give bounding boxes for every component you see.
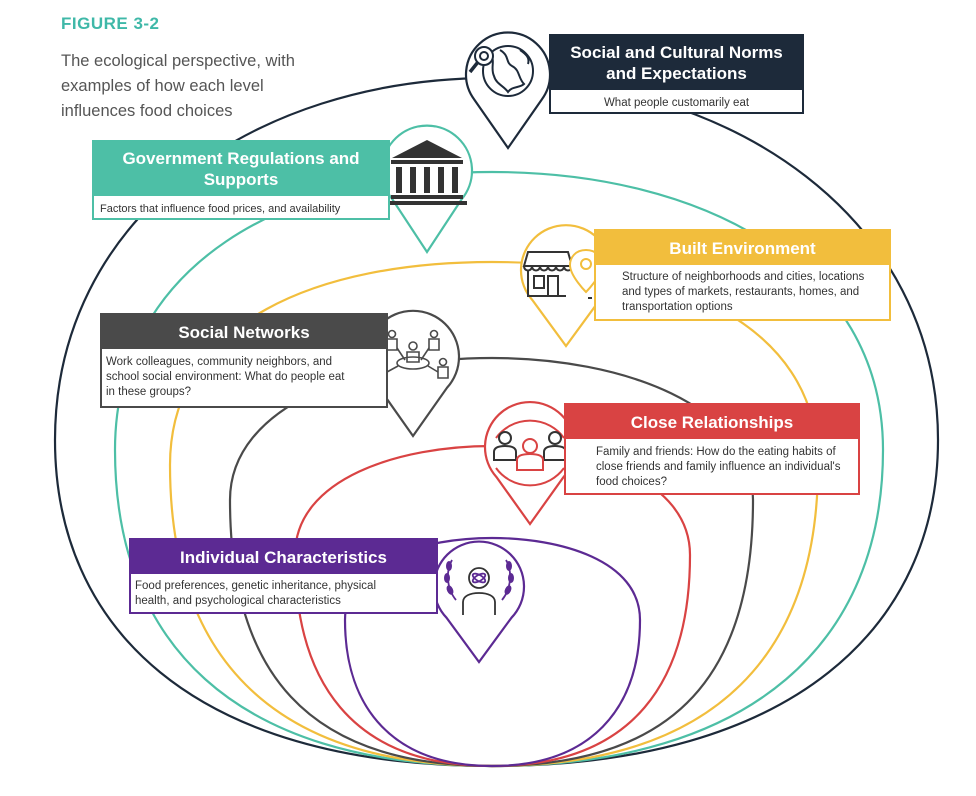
level-norms-box: Social and Cultural Norms and Expectatio… bbox=[549, 34, 804, 114]
level-social-title: Social Networks bbox=[102, 315, 386, 349]
level-close-box: Close Relationships Family and friends: … bbox=[564, 403, 860, 495]
pin-government bbox=[380, 124, 474, 255]
level-government-title: Government Regulations and Supports bbox=[94, 142, 388, 196]
level-close-title: Close Relationships bbox=[566, 405, 858, 439]
figure-caption: The ecological perspective, with example… bbox=[61, 52, 295, 120]
pin-individual bbox=[432, 540, 526, 664]
pin-individual-shape bbox=[432, 540, 526, 664]
family-group-icon bbox=[493, 419, 567, 487]
level-close-description: Family and friends: How do the eating ha… bbox=[596, 446, 841, 488]
ring-built bbox=[168, 260, 820, 768]
level-built-title: Built Environment bbox=[596, 231, 889, 265]
level-individual-description: Food preferences, genetic inheritance, p… bbox=[135, 580, 377, 607]
level-government-description: Factors that influence food prices, and … bbox=[100, 203, 341, 215]
level-social-description: Work colleagues, community neighbors, an… bbox=[106, 356, 345, 398]
pin-norms bbox=[464, 31, 552, 150]
level-individual-title: Individual Characteristics bbox=[131, 540, 436, 574]
globe-magnifier-icon bbox=[468, 45, 534, 97]
level-built-description: Structure of neighborhoods and cities, l… bbox=[622, 271, 865, 313]
level-norms-title: Social and Cultural Norms and Expectatio… bbox=[551, 36, 802, 90]
figure-label: FIGURE 3-2 bbox=[61, 14, 160, 33]
government-building-icon bbox=[387, 140, 467, 205]
ring-social bbox=[228, 356, 755, 768]
ring-individual bbox=[343, 536, 642, 768]
level-norms-description: What people customarily eat bbox=[603, 97, 750, 109]
level-social-box: Social Networks Work colleagues, communi… bbox=[100, 313, 388, 408]
level-individual-box: Individual Characteristics Food preferen… bbox=[129, 538, 438, 614]
person-laurel-icon bbox=[444, 559, 514, 615]
level-built-box: Built Environment Structure of neighborh… bbox=[594, 229, 891, 321]
pin-close bbox=[483, 400, 577, 526]
level-government-box: Government Regulations and Supports Fact… bbox=[92, 140, 390, 220]
